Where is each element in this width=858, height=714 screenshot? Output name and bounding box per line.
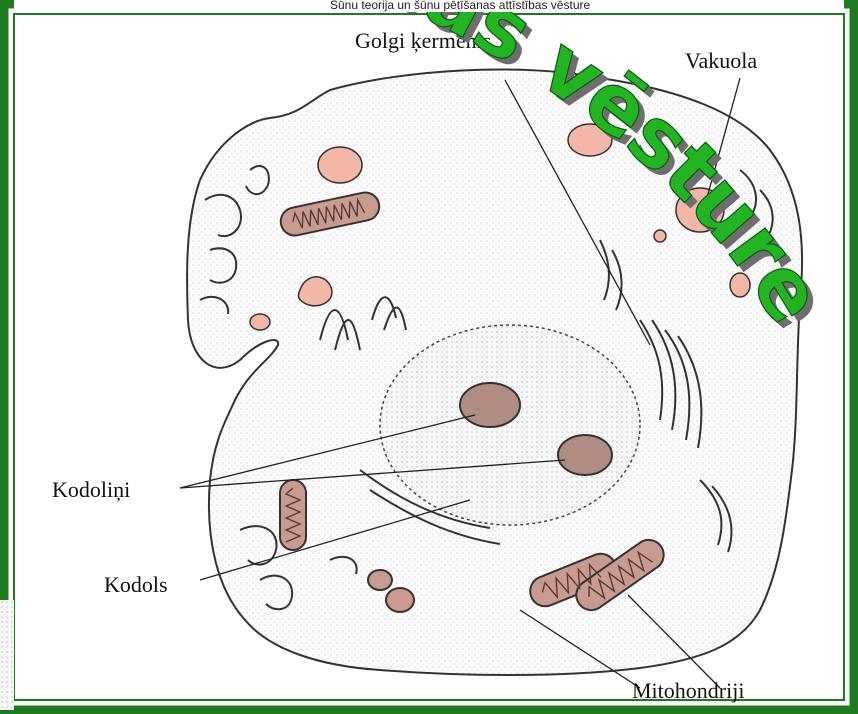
label-kodolini: Kodoliņi	[52, 477, 130, 502]
top-title-partial: Šūnu teorija un šūnu pētīšanas attīstība…	[330, 0, 590, 12]
nucleolus-2	[558, 435, 612, 475]
label-mitohondriji: Mitohondriji	[632, 678, 744, 703]
nucleus	[380, 325, 640, 525]
left-edge-artifact	[0, 600, 14, 710]
nucleolus-1	[460, 383, 520, 427]
label-vakuola: Vakuola	[685, 48, 757, 73]
label-kodols: Kodols	[104, 572, 168, 597]
